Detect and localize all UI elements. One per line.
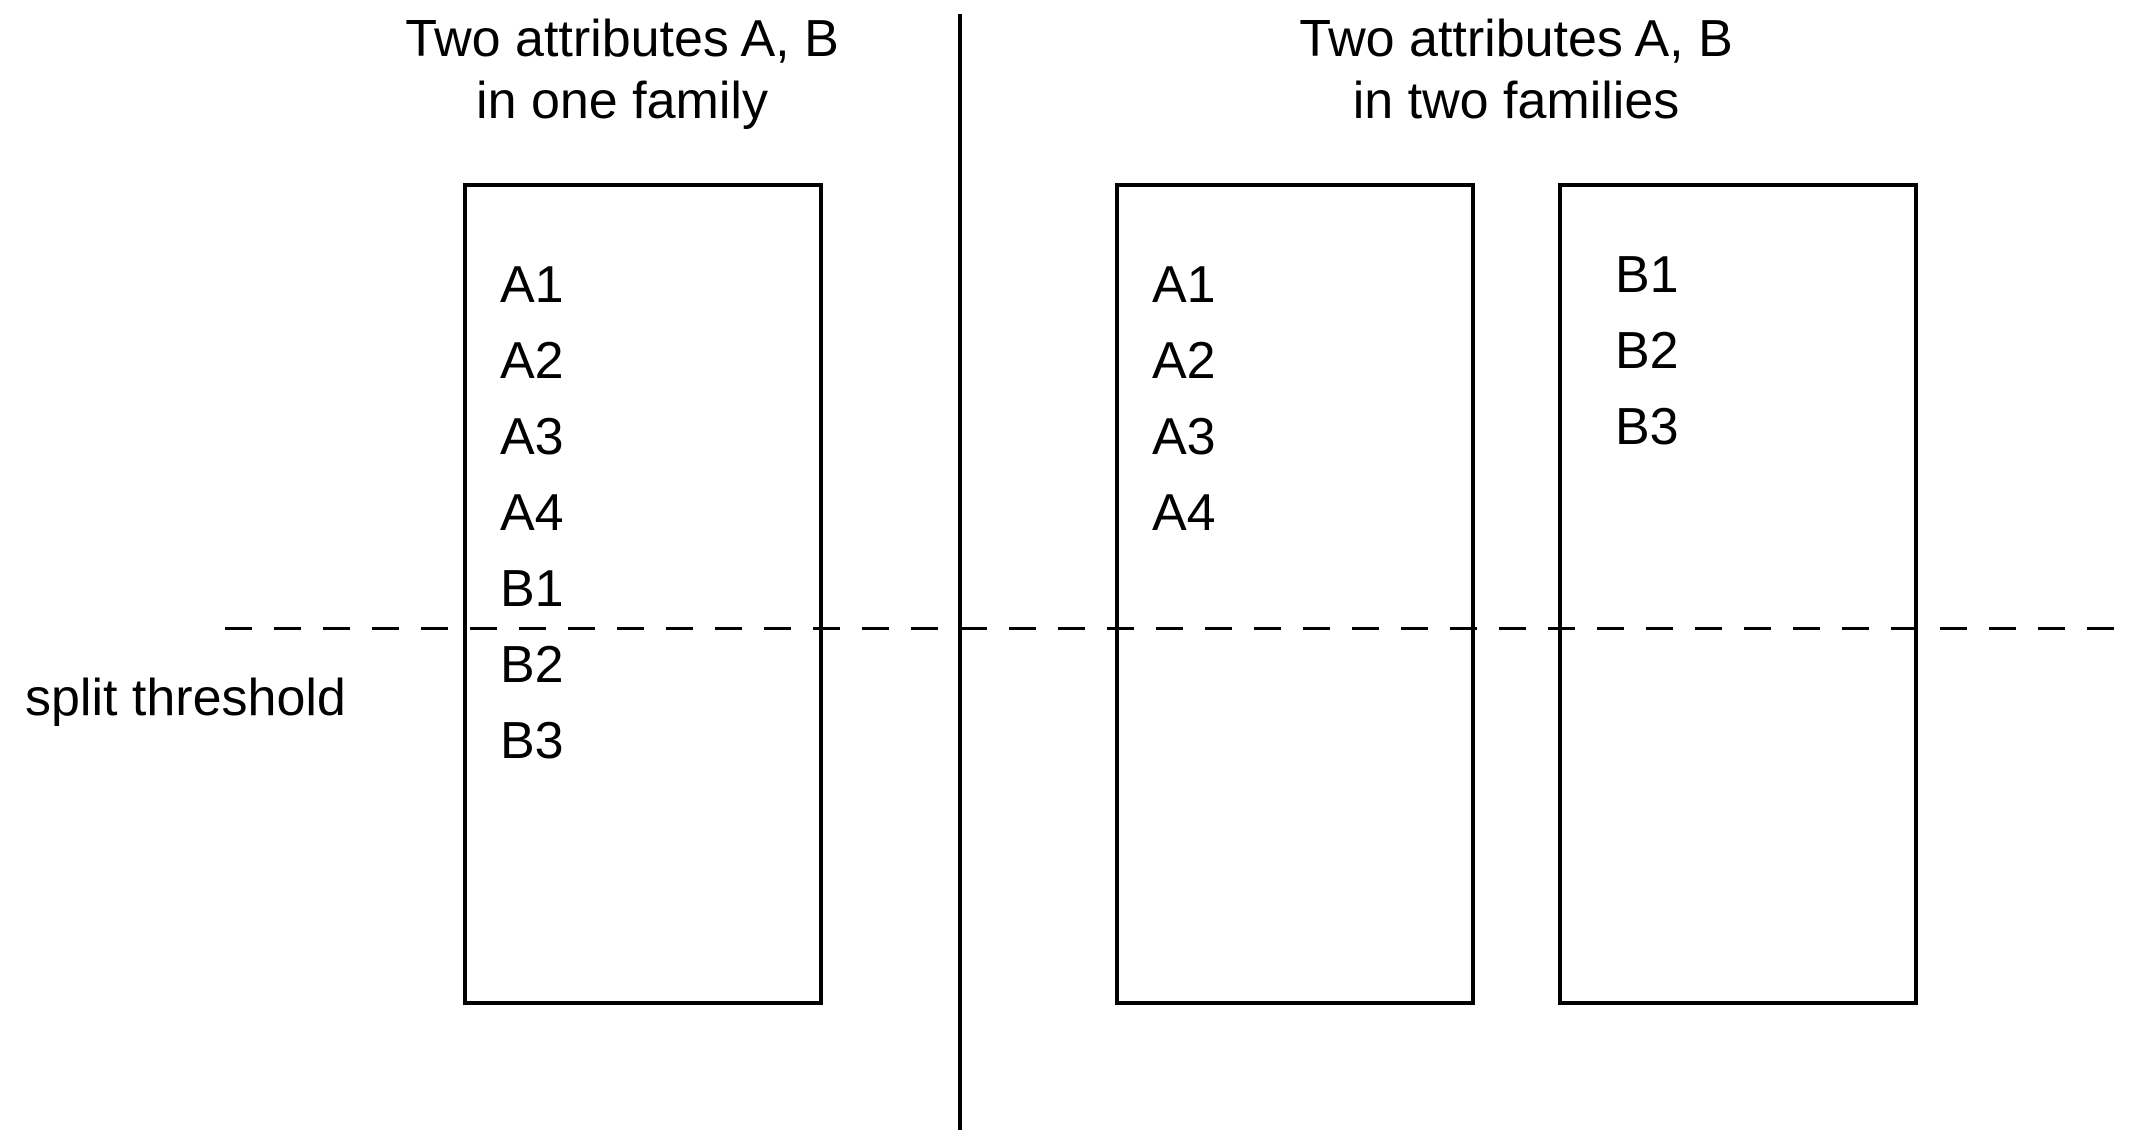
split-threshold-line — [225, 627, 2120, 630]
split-threshold-label: split threshold — [25, 669, 346, 727]
left-panel-title-line1: Two attributes A, B — [405, 10, 839, 68]
right-panel-title: Two attributes A, B in two families — [1166, 8, 1866, 132]
attribute-label: A4 — [1152, 484, 1216, 542]
attribute-label: B3 — [1615, 398, 1679, 456]
one-family-box: A1 A2 A3 A4 B1 B2 B3 — [463, 183, 823, 1005]
family-b-box: B1 B2 B3 — [1558, 183, 1918, 1005]
left-panel-title: Two attributes A, B in one family — [272, 8, 972, 132]
attribute-label: A2 — [1152, 332, 1216, 390]
attribute-label: A1 — [1152, 256, 1216, 314]
attribute-label: A2 — [500, 332, 564, 390]
attribute-label: A1 — [500, 256, 564, 314]
attribute-label: A4 — [500, 484, 564, 542]
attribute-label: B2 — [1615, 322, 1679, 380]
attribute-label: B2 — [500, 636, 564, 694]
left-panel-title-line2: in one family — [476, 72, 768, 130]
right-panel-title-line1: Two attributes A, B — [1299, 10, 1733, 68]
attribute-label: A3 — [500, 408, 564, 466]
attribute-label: B3 — [500, 712, 564, 770]
attribute-label: B1 — [1615, 246, 1679, 304]
attribute-label: A3 — [1152, 408, 1216, 466]
family-a-box: A1 A2 A3 A4 — [1115, 183, 1475, 1005]
right-panel-title-line2: in two families — [1352, 72, 1680, 130]
column-divider-line — [958, 14, 962, 1130]
attribute-label: B1 — [500, 560, 564, 618]
